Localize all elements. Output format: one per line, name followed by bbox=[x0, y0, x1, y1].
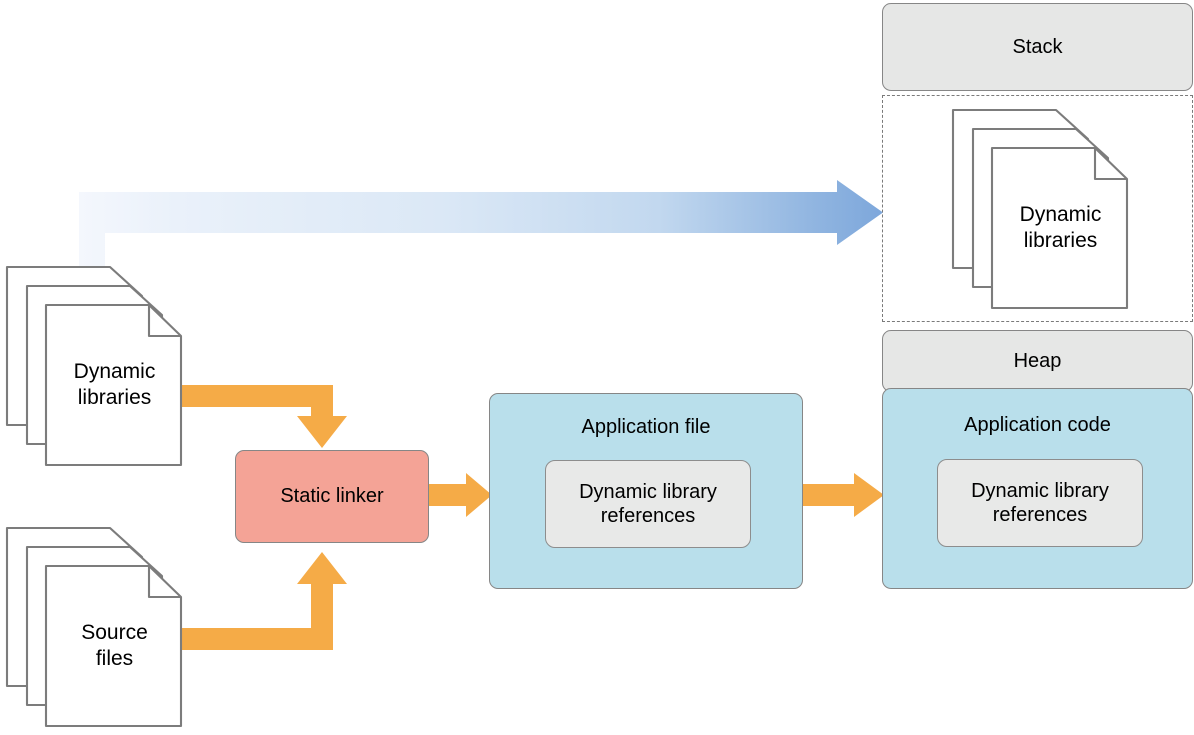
document-fold-corner bbox=[147, 566, 181, 599]
edge-dynamic-libraries-to-memory-arrow bbox=[79, 180, 883, 280]
edge-appfile-to-appcode-arrow bbox=[802, 473, 884, 517]
document-sheet-front bbox=[44, 303, 183, 467]
document-sheet-front bbox=[990, 146, 1129, 310]
application-code-inner-label: Dynamic library references bbox=[971, 479, 1109, 526]
application-file-box[interactable]: Application file Dynamic library referen… bbox=[489, 393, 803, 589]
application-code-box[interactable]: Application code Dynamic library referen… bbox=[882, 388, 1193, 589]
document-fold-corner bbox=[147, 305, 181, 338]
document-fold-corner bbox=[1093, 148, 1127, 181]
edge-dylibs-to-linker-arrow bbox=[175, 385, 347, 448]
application-code-title: Application code bbox=[964, 414, 1111, 436]
edge-source-to-linker-arrow bbox=[175, 552, 347, 650]
static-linker-label: Static linker bbox=[280, 485, 384, 508]
source-files-label: Source files bbox=[81, 621, 148, 670]
heap-box[interactable]: Heap bbox=[882, 330, 1193, 392]
application-file-inner-box[interactable]: Dynamic library references bbox=[545, 460, 751, 548]
stack-box[interactable]: Stack bbox=[882, 3, 1193, 91]
application-file-inner-label: Dynamic library references bbox=[579, 480, 717, 527]
application-code-inner-box[interactable]: Dynamic library references bbox=[937, 459, 1143, 547]
loaded-dynamic-libraries-region bbox=[882, 95, 1193, 322]
application-file-title: Application file bbox=[581, 416, 711, 438]
loaded-dynamic-libraries-label: Dynamic libraries bbox=[1019, 203, 1102, 252]
static-linker-box[interactable]: Static linker bbox=[235, 450, 429, 543]
source-files-stack: Source files bbox=[2, 523, 188, 731]
document-sheet-front bbox=[44, 564, 183, 728]
edge-linker-to-appfile-arrow bbox=[424, 473, 492, 517]
heap-label: Heap bbox=[1013, 350, 1062, 372]
dynamic-libraries-input-stack: Dynamic libraries bbox=[2, 262, 188, 470]
dynamic-libraries-input-label: Dynamic libraries bbox=[73, 360, 156, 409]
stack-label: Stack bbox=[1012, 36, 1063, 58]
loaded-dynamic-libraries-stack: Dynamic libraries bbox=[948, 105, 1134, 313]
